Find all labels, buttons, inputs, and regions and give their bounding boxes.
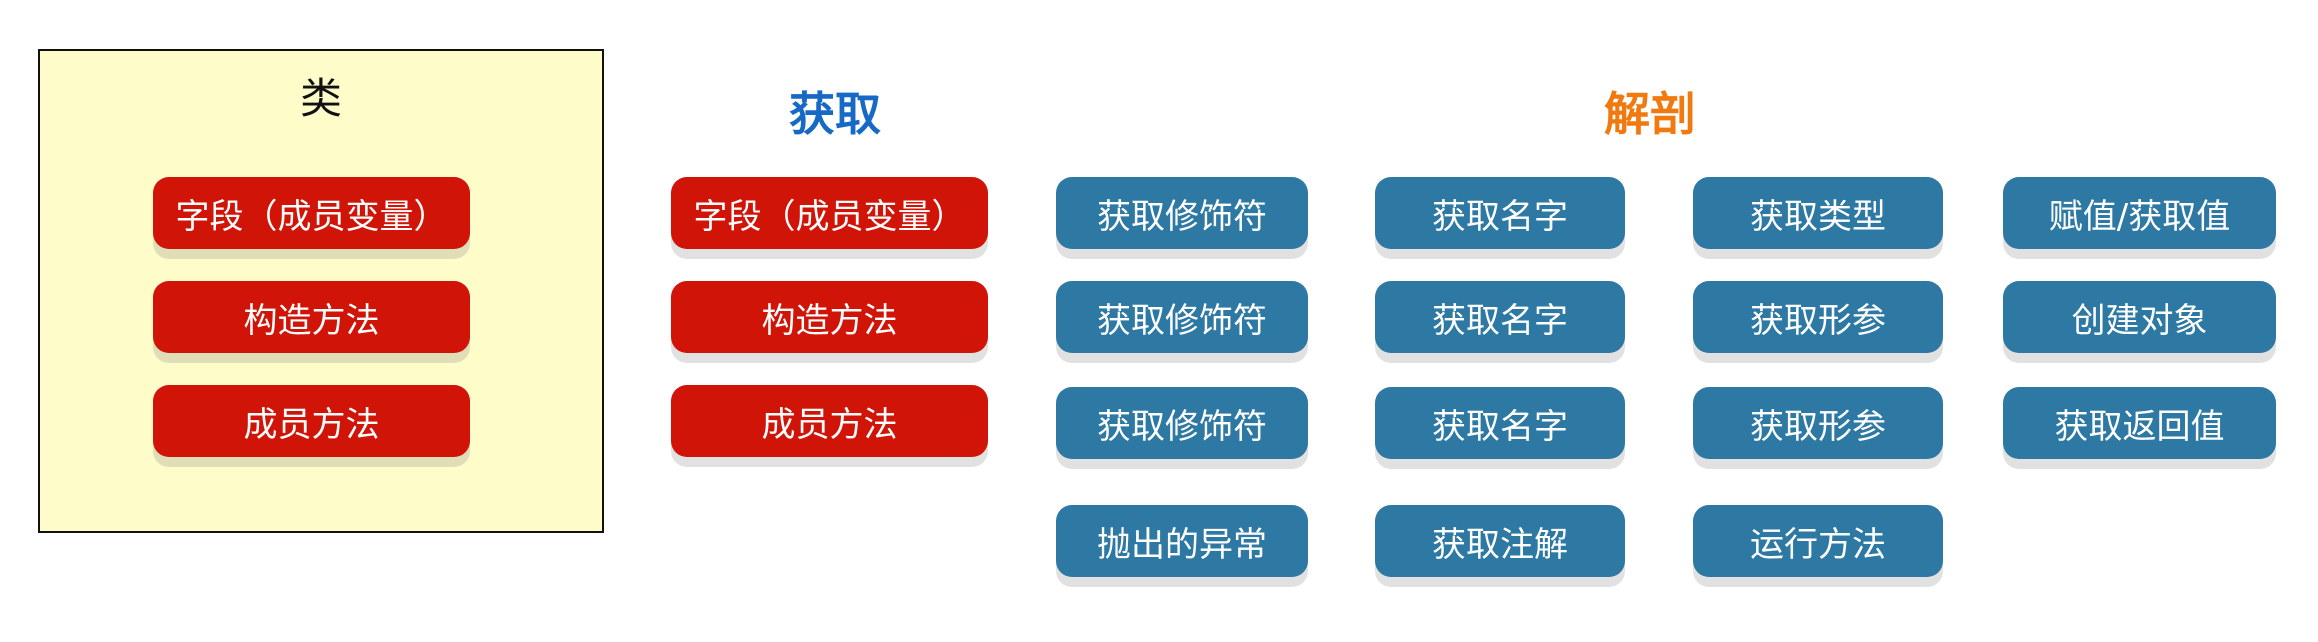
method-get-modifiers-button[interactable]: 获取修饰符 (1056, 387, 1308, 459)
get-heading: 获取 (789, 87, 881, 141)
field-get-modifiers-button[interactable]: 获取修饰符 (1056, 177, 1308, 249)
constructor-get-modifiers-button[interactable]: 获取修饰符 (1056, 281, 1308, 353)
method-invoke-button[interactable]: 运行方法 (1693, 505, 1943, 577)
method-thrown-exceptions-button[interactable]: 抛出的异常 (1056, 505, 1308, 577)
field-set-get-value-button[interactable]: 赋值/获取值 (2003, 177, 2276, 249)
method-get-annotations-button[interactable]: 获取注解 (1375, 505, 1625, 577)
field-get-type-button[interactable]: 获取类型 (1693, 177, 1943, 249)
get-method-item[interactable]: 成员方法 (671, 385, 988, 457)
class-method-item[interactable]: 成员方法 (153, 385, 470, 457)
class-field-item[interactable]: 字段（成员变量） (153, 177, 470, 249)
method-get-name-button[interactable]: 获取名字 (1375, 387, 1625, 459)
constructor-get-name-button[interactable]: 获取名字 (1375, 281, 1625, 353)
get-constructor-item[interactable]: 构造方法 (671, 281, 988, 353)
constructor-create-object-button[interactable]: 创建对象 (2003, 281, 2276, 353)
method-get-parameters-button[interactable]: 获取形参 (1693, 387, 1943, 459)
class-constructor-item[interactable]: 构造方法 (153, 281, 470, 353)
constructor-get-parameters-button[interactable]: 获取形参 (1693, 281, 1943, 353)
field-get-name-button[interactable]: 获取名字 (1375, 177, 1625, 249)
get-field-item[interactable]: 字段（成员变量） (671, 177, 988, 249)
anatomy-heading: 解剖 (1604, 87, 1696, 141)
class-box-title: 类 (299, 74, 342, 123)
method-get-return-value-button[interactable]: 获取返回值 (2003, 387, 2276, 459)
